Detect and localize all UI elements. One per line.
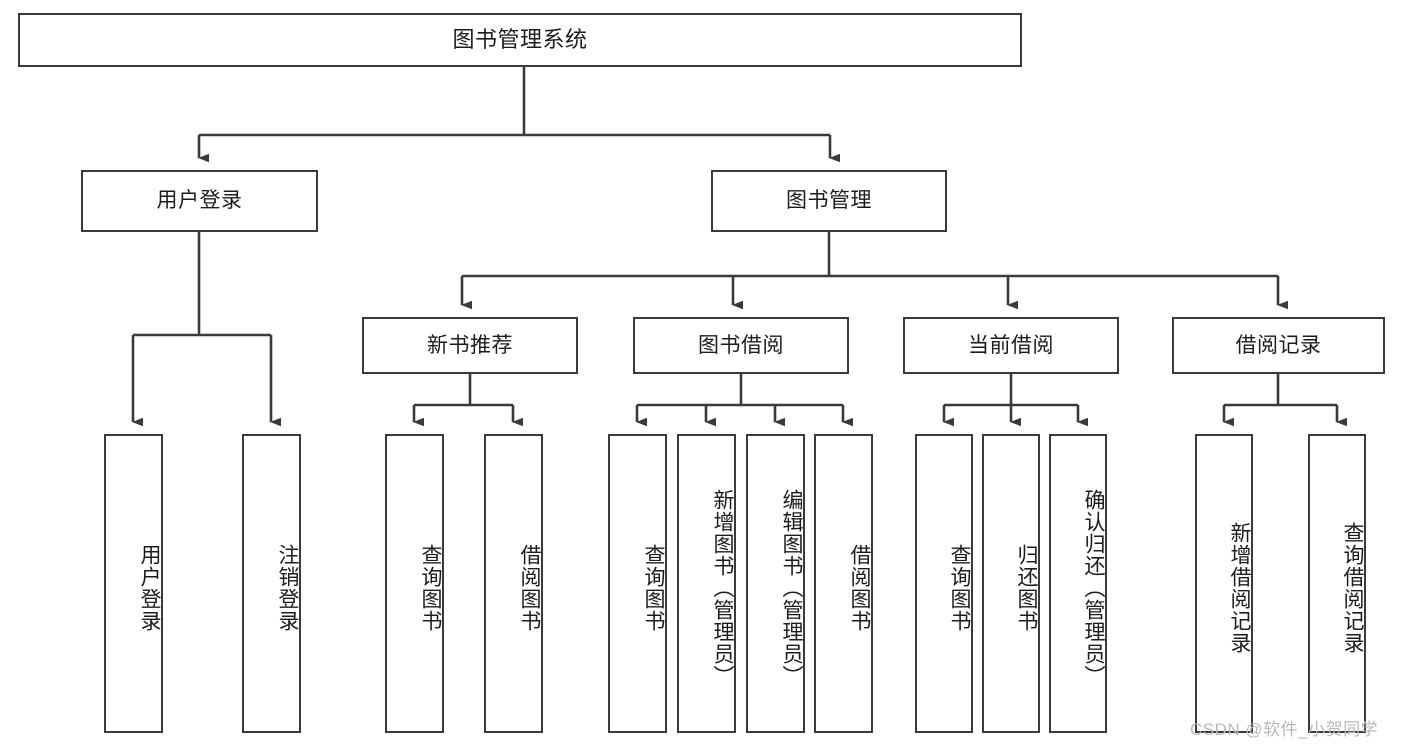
node-borrow-record[interactable]: 借阅记录: [1172, 317, 1385, 374]
node-label: 查询借阅记录: [1341, 521, 1364, 654]
node-leaf-query-book-1[interactable]: 查询图书: [385, 434, 444, 733]
node-label: 新增借阅记录: [1228, 521, 1251, 654]
node-label: 归还图书: [1015, 543, 1038, 632]
node-label: 用户登录: [156, 189, 243, 213]
node-current-borrow[interactable]: 当前借阅: [903, 317, 1119, 374]
node-book-manage[interactable]: 图书管理: [711, 170, 947, 232]
node-label: 新书推荐: [427, 333, 513, 357]
node-leaf-query-record[interactable]: 查询借阅记录: [1308, 434, 1366, 733]
node-leaf-edit-book[interactable]: 编辑图书（管理员）: [746, 434, 805, 733]
node-label: 借阅记录: [1235, 333, 1322, 357]
node-label: 用户登录: [138, 543, 161, 632]
node-leaf-confirm-return[interactable]: 确认归还（管理员）: [1049, 434, 1107, 733]
node-leaf-return-book[interactable]: 归还图书: [982, 434, 1040, 733]
node-user-login[interactable]: 用户登录: [81, 170, 318, 232]
node-new-book-rec[interactable]: 新书推荐: [362, 317, 578, 374]
node-label: 借阅图书: [518, 543, 541, 632]
node-label: 查询图书: [642, 543, 665, 632]
node-label: 图书管理系统: [452, 26, 588, 52]
node-leaf-user-logout[interactable]: 注销登录: [242, 434, 301, 733]
node-leaf-query-book-3[interactable]: 查询图书: [915, 434, 973, 733]
node-leaf-user-login[interactable]: 用户登录: [104, 434, 163, 733]
node-label: 编辑图书（管理员）: [780, 488, 803, 687]
node-leaf-add-record[interactable]: 新增借阅记录: [1195, 434, 1253, 733]
node-label: 当前借阅: [968, 333, 1054, 357]
node-leaf-query-book-2[interactable]: 查询图书: [608, 434, 667, 733]
node-label: 借阅图书: [848, 543, 871, 632]
node-label: 图书管理: [786, 189, 872, 213]
node-label: 图书借阅: [698, 333, 784, 357]
node-root-system[interactable]: 图书管理系统: [18, 13, 1022, 67]
node-label: 查询图书: [948, 543, 971, 632]
node-leaf-borrow-book-2[interactable]: 借阅图书: [814, 434, 873, 733]
node-label: 确认归还（管理员）: [1082, 488, 1105, 687]
node-label: 新增图书（管理员）: [711, 488, 734, 687]
node-label: 查询图书: [419, 543, 442, 632]
node-leaf-add-book[interactable]: 新增图书（管理员）: [677, 434, 736, 733]
node-label: 注销登录: [276, 543, 299, 632]
node-book-borrow[interactable]: 图书借阅: [633, 317, 849, 374]
node-leaf-borrow-book-1[interactable]: 借阅图书: [484, 434, 543, 733]
